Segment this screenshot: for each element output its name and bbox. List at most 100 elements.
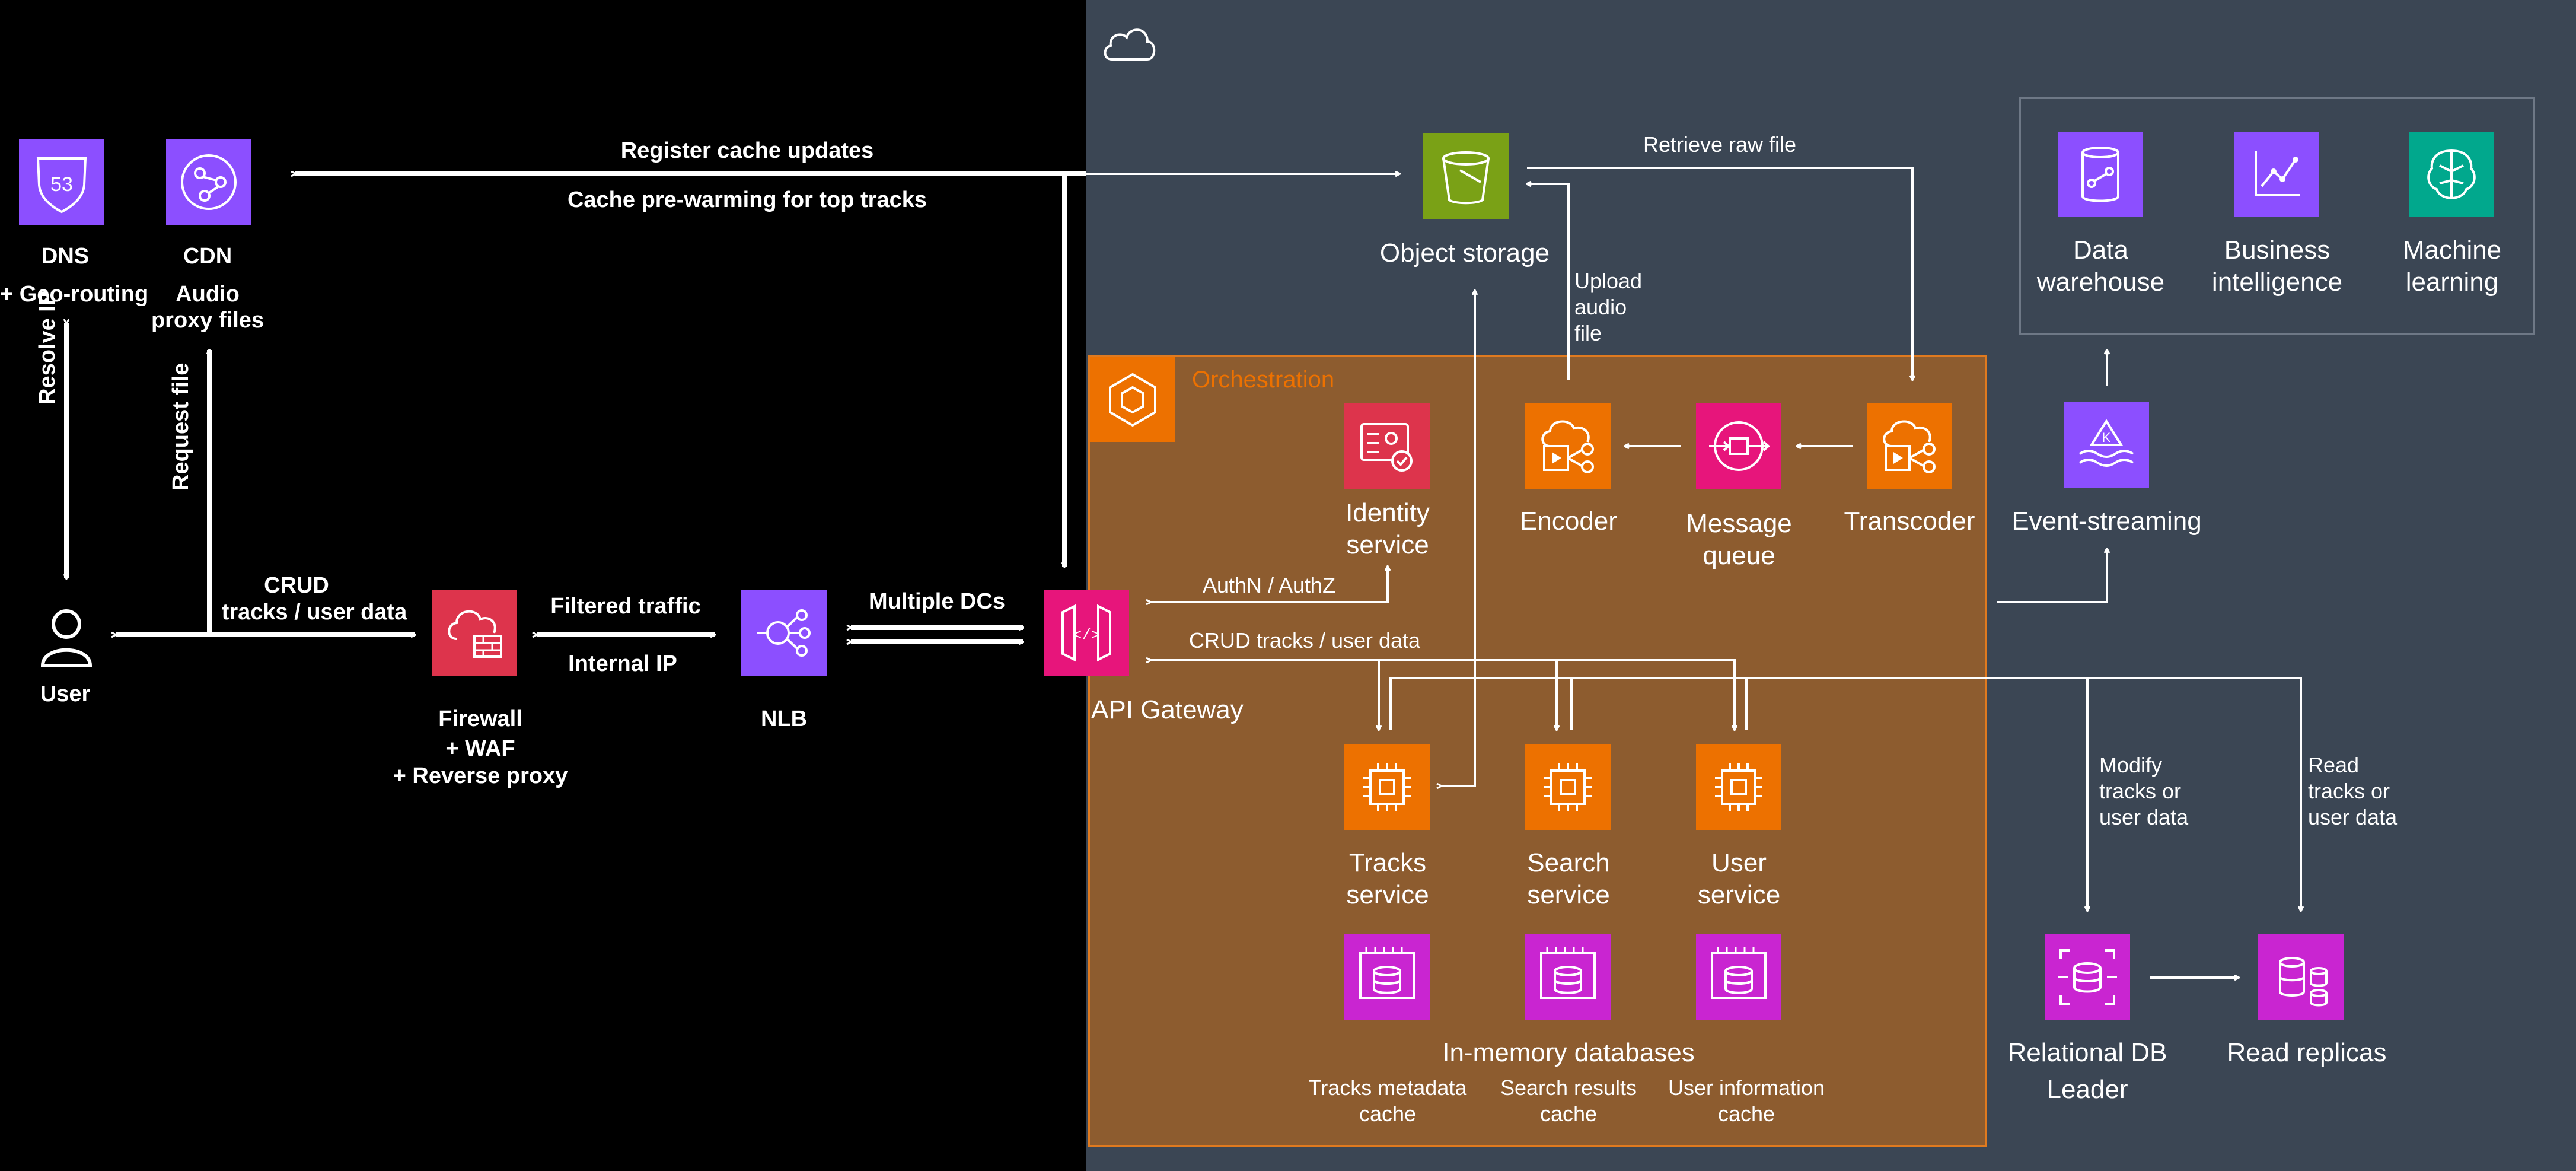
sagemaker-icon (2409, 132, 2494, 217)
dw-label-1: Data (2073, 236, 2128, 265)
nlb-icon (741, 590, 827, 676)
mq-label-2: queue (1703, 541, 1775, 570)
cache2-label-1: Search results (1500, 1075, 1637, 1100)
rds-icon (2045, 934, 2130, 1020)
read-label-3: user data (2308, 805, 2398, 829)
internal-ip-label: Internal IP (568, 651, 677, 676)
cache2-label-2: cache (1539, 1102, 1598, 1126)
search-label-1: Search (1527, 848, 1610, 877)
mq-label-1: Message (1686, 509, 1792, 538)
upload-label-1: Upload (1574, 269, 1643, 293)
dns-sub-label: + Geo-routing (0, 282, 149, 307)
crud-tracks-edge (1150, 660, 1735, 730)
redshift-icon (2058, 132, 2143, 217)
svg-text:53: 53 (50, 173, 73, 196)
kinesis-icon: K (2064, 402, 2149, 488)
analytics-group (2019, 97, 2535, 335)
ecs-icon (1090, 357, 1175, 442)
modify-label-1: Modify (2099, 753, 2163, 777)
cache1-label-2: cache (1359, 1102, 1417, 1126)
firewall-icon (432, 590, 517, 676)
cdn-sub-label-2: proxy files (151, 308, 264, 333)
services-to-db-edge (1389, 677, 2301, 911)
modify-label-2: tracks or (2099, 779, 2182, 803)
user-service-label-2: service (1697, 880, 1781, 909)
transcoder-label: Transcoder (1844, 507, 1975, 536)
search-label-2: service (1527, 880, 1610, 909)
cache3-label-2: cache (1717, 1102, 1775, 1126)
user-service-label-1: User (1711, 848, 1767, 877)
identity-icon (1344, 403, 1430, 489)
route53-icon: 53 (19, 139, 104, 225)
authn-label: AuthN / AuthZ (1202, 573, 1336, 597)
modify-label-3: user data (2099, 805, 2189, 829)
orch-event-edge (1997, 549, 2107, 603)
cloud-icon (1100, 21, 1159, 65)
orchestration-label: Orchestration (1192, 367, 1335, 393)
register-cache-label: Register cache updates (620, 138, 874, 163)
multiple-dcs-label: Multiple DCs (868, 589, 1006, 614)
dw-label-2: warehouse (2036, 268, 2165, 297)
search-memory-db-icon (1525, 934, 1611, 1020)
precache-label: Cache pre-warming for top tracks (567, 187, 927, 212)
inmemory-label: In-memory databases (1442, 1038, 1695, 1067)
svg-text:K: K (2102, 430, 2111, 445)
user-memory-db-icon (1696, 934, 1781, 1020)
retrieve-raw-label: Retrieve raw file (1643, 132, 1797, 157)
leader-label: Leader (2046, 1075, 2128, 1104)
encoder-icon (1525, 403, 1611, 489)
api-gateway-label: API Gateway (1091, 695, 1244, 724)
event-streaming-label: Event-streaming (2011, 507, 2202, 536)
svg-text:</>: </> (1073, 626, 1101, 644)
crud-label-1: CRUD (264, 573, 329, 598)
crud-tracks-label: CRUD tracks / user data (1188, 628, 1421, 653)
tracks-label-2: service (1346, 880, 1429, 909)
firewall-label: Firewall (438, 707, 522, 731)
read-replica-icon (2258, 934, 2344, 1020)
read-label-2: tracks or (2308, 779, 2390, 803)
cloudfront-icon (166, 139, 251, 225)
s3-bucket-icon (1423, 133, 1509, 219)
dns-label: DNS (41, 244, 90, 269)
replicas-label: Read replicas (2227, 1038, 2387, 1067)
user-icon (24, 593, 109, 679)
upload-audio-edge (1527, 184, 1570, 380)
firewall-sub-label-1: + WAF (445, 736, 515, 761)
identity-label-1: Identity (1346, 498, 1430, 527)
identity-label-2: service (1346, 530, 1429, 559)
api-gateway-icon: </> (1044, 590, 1129, 676)
retrieve-raw-edge (1527, 167, 1912, 380)
cache1-label-1: Tracks metadata (1308, 1075, 1467, 1100)
read-label-1: Read (2308, 753, 2360, 777)
encoder-label: Encoder (1520, 507, 1617, 536)
upload-label-3: file (1574, 321, 1602, 345)
user-label: User (40, 682, 91, 707)
quicksight-icon (2234, 132, 2319, 217)
nlb-label: NLB (760, 707, 808, 731)
transcoder-icon (1867, 403, 1952, 489)
tracks-label-1: Tracks (1348, 848, 1427, 877)
ml-label-2: learning (2405, 268, 2499, 297)
authn-edge (1150, 567, 1388, 602)
filtered-traffic-label: Filtered traffic (550, 594, 701, 619)
firewall-sub-label-2: + Reverse proxy (393, 763, 568, 788)
tracks-memory-db-icon (1344, 934, 1430, 1020)
bi-label-1: Business (2224, 236, 2330, 265)
cache3-label-1: User information (1668, 1075, 1825, 1100)
crud-label-2: tracks / user data (221, 600, 407, 625)
bi-label-2: intelligence (2211, 268, 2343, 297)
resolve-ip-label: Resolve IP (35, 290, 60, 405)
tracks-storage-edge (1441, 291, 1475, 786)
message-queue-icon (1696, 403, 1781, 489)
object-storage-label: Object storage (1379, 238, 1550, 268)
rdb-label: Relational DB (2007, 1038, 2167, 1067)
search-compute-icon (1525, 744, 1611, 830)
user-compute-icon (1696, 744, 1781, 830)
request-file-label: Request file (168, 362, 193, 491)
upload-label-2: audio (1574, 295, 1627, 319)
cdn-sub-label-1: Audio (176, 282, 240, 307)
cdn-label: CDN (183, 244, 232, 269)
ml-label-1: Machine (2402, 236, 2502, 265)
tracks-compute-icon (1344, 744, 1430, 830)
